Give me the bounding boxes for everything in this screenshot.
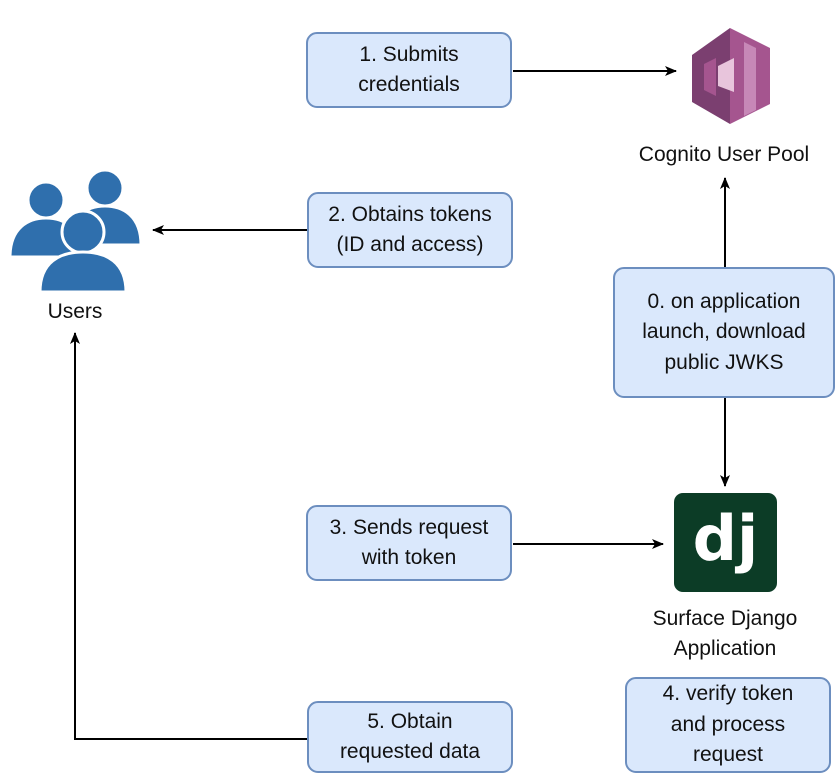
step-4-box: 4. verify token and process request bbox=[625, 677, 831, 773]
django-application-label: Surface Django Application bbox=[652, 607, 798, 661]
users-group-icon bbox=[8, 168, 143, 294]
step-2-box: 2. Obtains tokens (ID and access) bbox=[307, 192, 513, 268]
step-3-box: 3. Sends request with token bbox=[306, 505, 512, 581]
users-label: Users bbox=[47, 300, 103, 323]
step-1-box: 1. Submits credentials bbox=[306, 32, 512, 108]
cognito-user-pool-label: Cognito User Pool bbox=[638, 143, 810, 166]
django-logo-icon bbox=[674, 493, 777, 592]
step-5-box: 5. Obtain requested data bbox=[307, 701, 513, 773]
django-logo-text: dj bbox=[692, 502, 759, 575]
arrow-obtain-data bbox=[70, 332, 307, 740]
step-0-box: 0. on application launch, download publi… bbox=[613, 267, 835, 398]
aws-cognito-icon bbox=[692, 28, 770, 124]
